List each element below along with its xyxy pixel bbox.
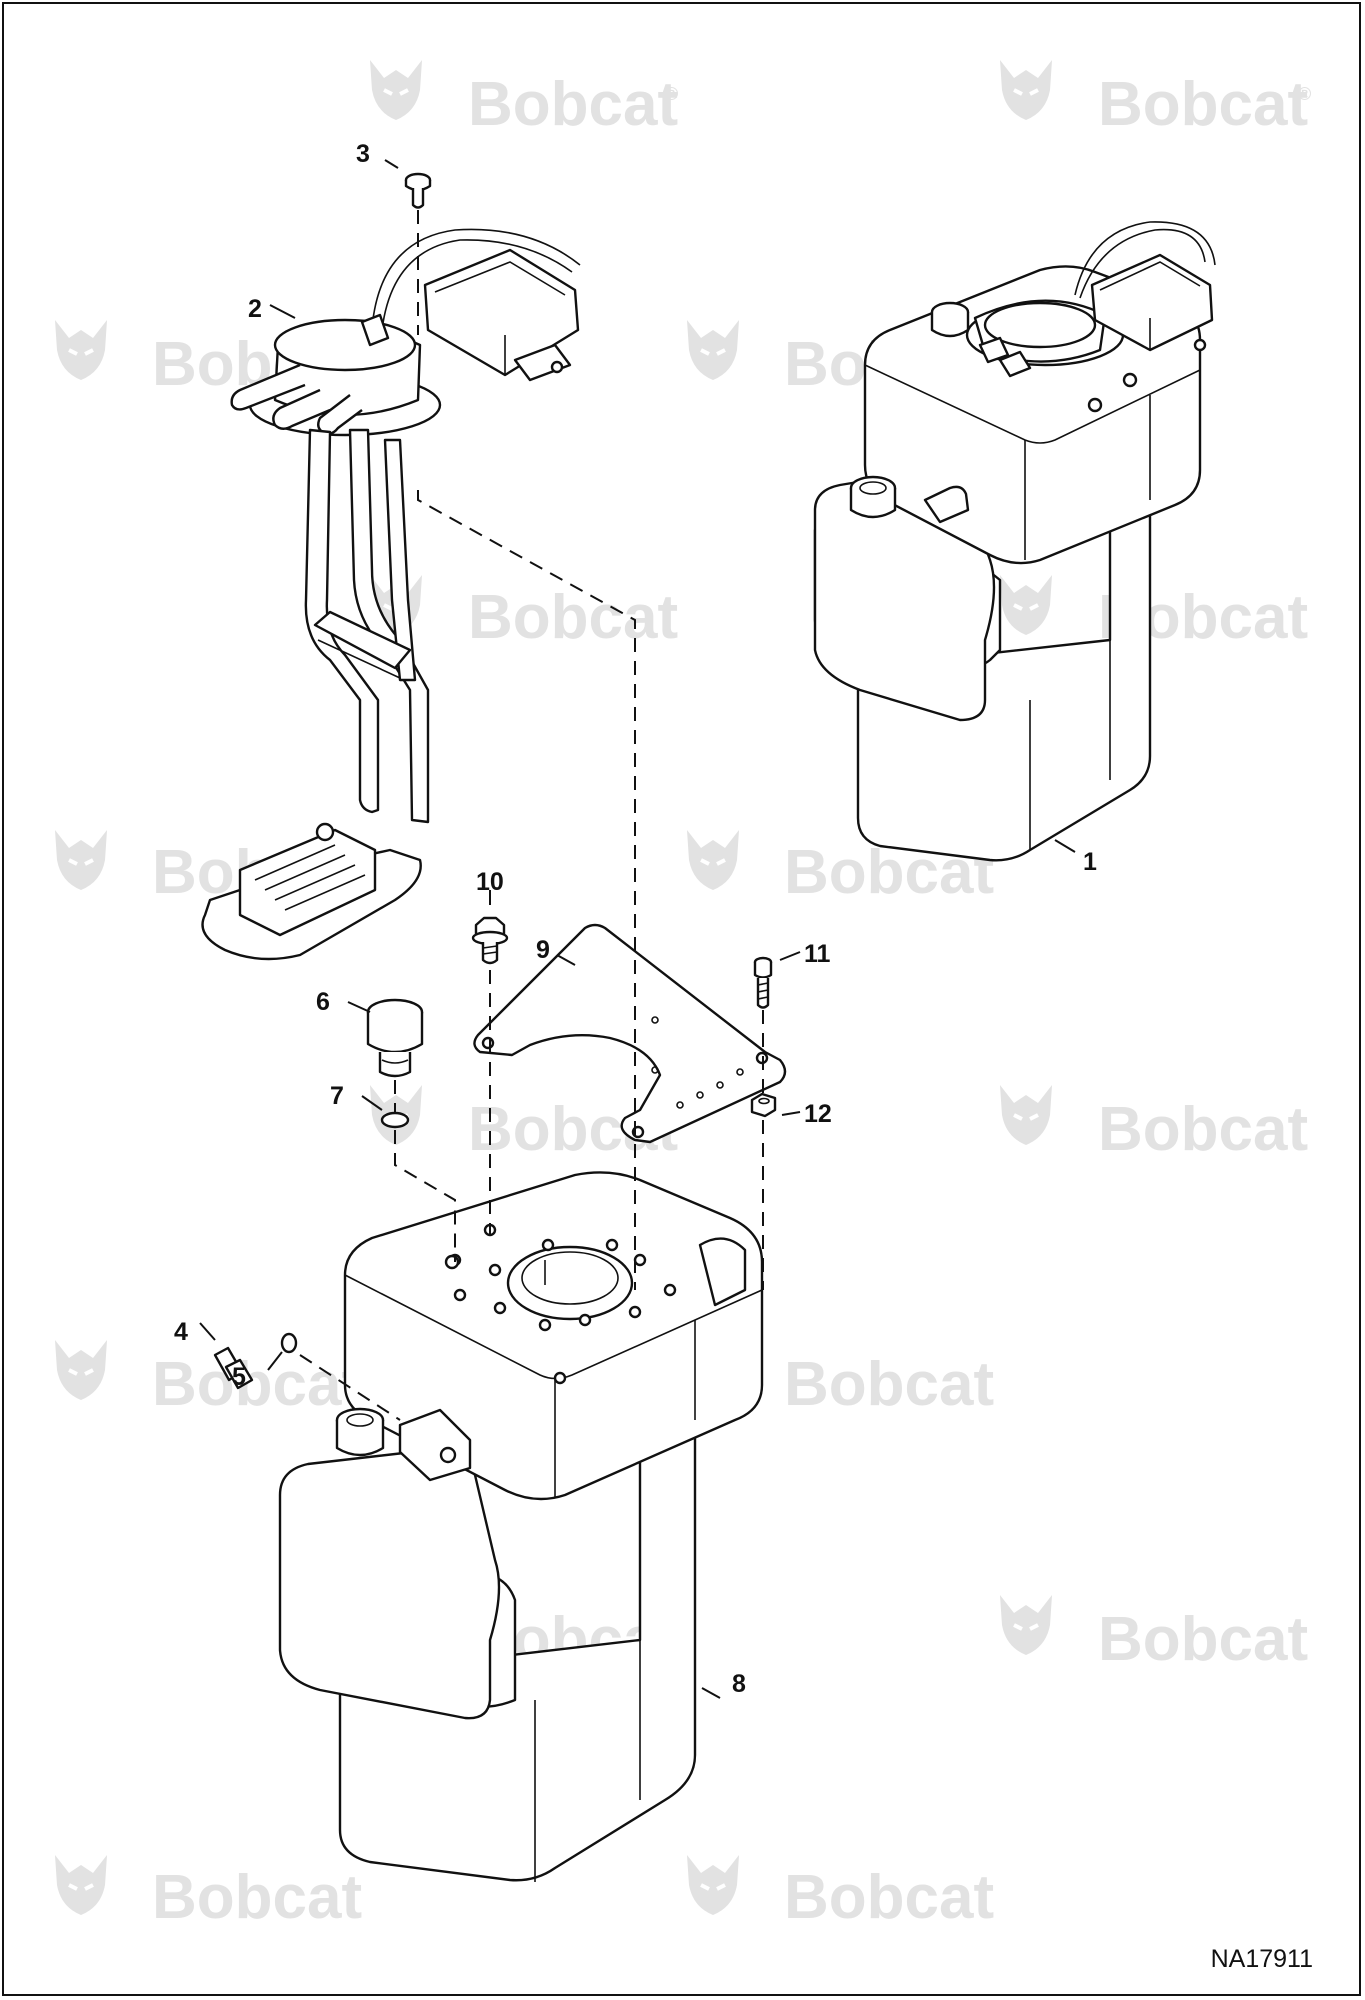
watermark-logo (685, 828, 741, 892)
watermark-text: Bobcat (1098, 1095, 1308, 1164)
screw (404, 172, 432, 209)
callout-6: 6 (316, 988, 330, 1016)
callout-8: 8 (732, 1670, 746, 1698)
watermark-logo (998, 58, 1054, 122)
assembly-lines (299, 210, 764, 1421)
tank-assembly (813, 221, 1216, 862)
callout-10: 10 (476, 868, 504, 896)
callout-11: 11 (804, 940, 831, 968)
watermark-logo (53, 318, 109, 382)
watermark-text: Bobcat (1098, 70, 1308, 139)
watermark-mark: ® (1298, 84, 1311, 104)
watermark-logo (53, 1338, 109, 1402)
watermark-logo (368, 58, 424, 122)
watermark-logo (685, 1853, 741, 1917)
watermark-text: Bobcat (468, 70, 678, 139)
callout-2: 2 (248, 295, 262, 323)
watermark-text: Bobcat (784, 1350, 994, 1419)
watermark-logo (685, 318, 741, 382)
fuel-tank (278, 1171, 764, 1882)
callout-12: 12 (804, 1100, 832, 1128)
callout-3: 3 (356, 140, 370, 168)
watermark-logo (53, 828, 109, 892)
callout-labels: 1 2 3 4 5 6 7 8 9 10 11 12 (174, 140, 1097, 1698)
mounting-plate (473, 923, 787, 1144)
watermark-text: Bobcat (152, 1863, 362, 1932)
figure-id: NA17911 (1210, 1945, 1313, 1973)
watermark-logo (998, 1593, 1054, 1657)
leader-lines (199, 159, 1076, 1699)
callout-4: 4 (174, 1318, 188, 1346)
o-ring-small (280, 1332, 298, 1354)
callout-5: 5 (232, 1363, 246, 1391)
watermark-text: Bobcat (468, 583, 678, 652)
watermark-logo (998, 573, 1054, 637)
watermark-text: Bobcat (1098, 1605, 1308, 1674)
callout-7: 7 (330, 1082, 344, 1110)
callout-1: 1 (1083, 848, 1097, 876)
cap-screw (753, 956, 773, 1009)
watermark-text: Bobcat (152, 1350, 362, 1419)
watermark-logo (53, 1853, 109, 1917)
callout-9: 9 (536, 936, 550, 964)
fitting (213, 1346, 254, 1390)
o-ring (380, 1111, 410, 1129)
watermark-mark: ® (665, 84, 678, 104)
fuel-sender-assembly (201, 228, 581, 961)
watermark-text: Bobcat (784, 1863, 994, 1932)
vent-valve (366, 998, 424, 1078)
flange-bolt (471, 916, 509, 965)
watermark-logo (998, 1083, 1054, 1147)
nut (750, 1092, 777, 1118)
